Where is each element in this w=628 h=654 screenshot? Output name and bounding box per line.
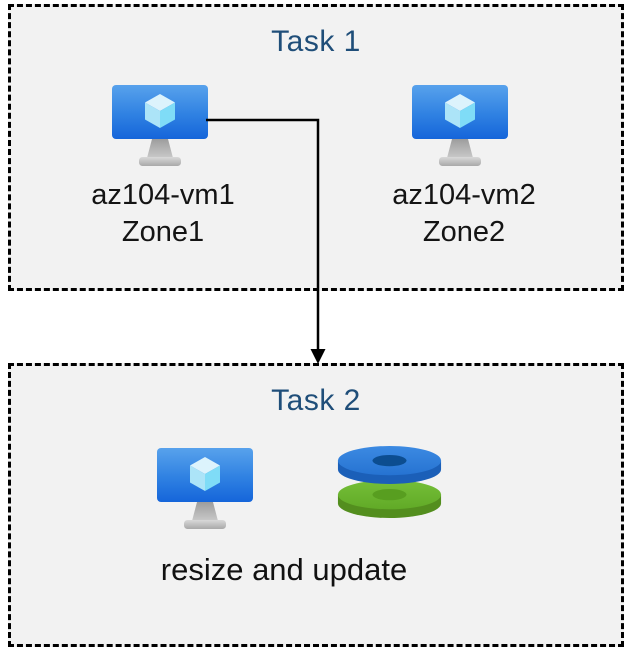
task2-caption: resize and update [160,552,408,587]
virtual-machine-icon [157,448,253,529]
task2-title: Task 2 [271,384,361,417]
task1-group-box: Task 1 az104-vm1 Zone1 az104-vm2 Zone2 [8,4,624,291]
green-disk [337,480,442,518]
vm2-zone: Zone2 [422,216,506,248]
vm2-name: az104-vm2 [392,179,536,211]
vm1-zone: Zone1 [121,216,205,248]
virtual-machine-icon [112,85,208,166]
vm2-label: az104-vm2 Zone2 [354,177,574,251]
blue-disk [337,446,442,484]
vm1-label: az104-vm1 Zone1 [53,177,273,251]
task2-group-box: Task 2 [8,363,624,647]
managed-disk-stack-icon [337,446,442,518]
task1-title: Task 1 [271,25,361,58]
virtual-machine-icon [412,85,508,166]
vm1-name: az104-vm1 [91,179,235,211]
